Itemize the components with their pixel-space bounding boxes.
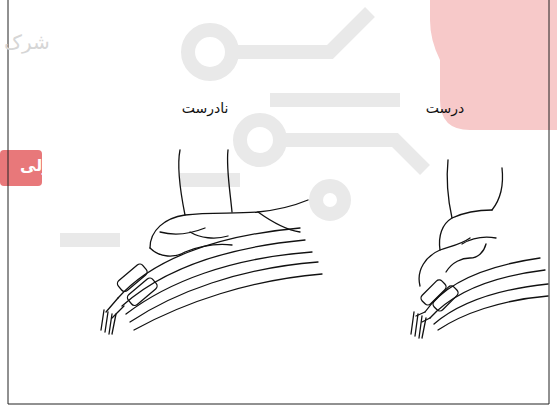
wrong-handling [101,150,322,334]
status-label: نادرست [182,100,229,116]
frame [8,0,549,404]
watermark-logo [60,12,425,240]
watermark-text: اولی [20,156,58,175]
correct-handling [411,160,548,338]
status-label: درست [426,100,464,116]
watermark-text: شرک [4,30,50,54]
